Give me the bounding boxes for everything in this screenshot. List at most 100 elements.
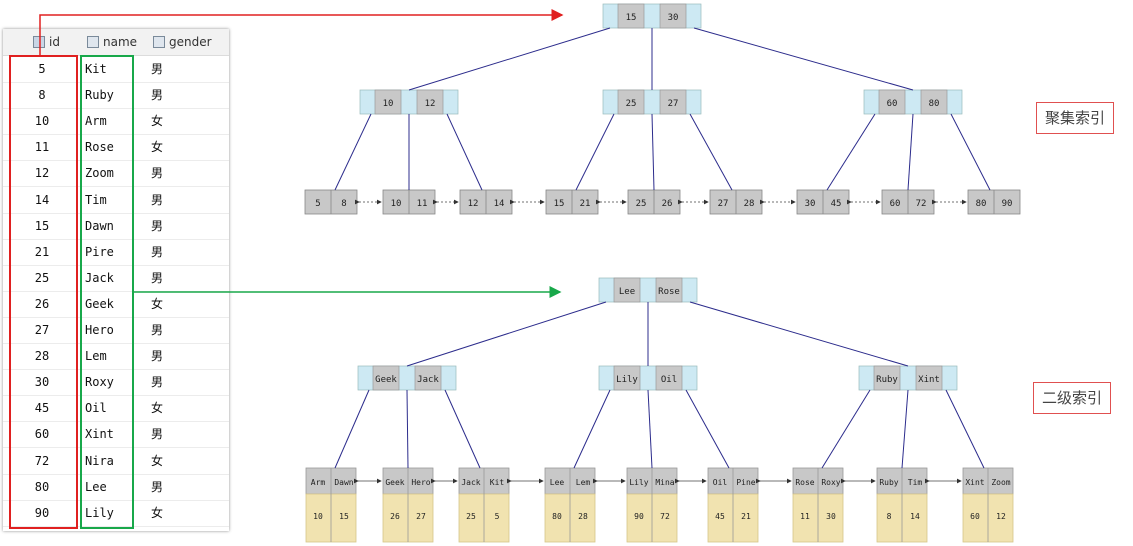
name-cell: Dawn (85, 218, 114, 233)
leaf-key: 15 (554, 199, 565, 209)
secondary-index-label: 二级索引 (1033, 382, 1112, 414)
leaf-key: Roxy (821, 478, 840, 487)
leaf-key: 21 (580, 199, 591, 209)
tree-edge (821, 389, 871, 469)
leaf-key: 28 (744, 199, 755, 209)
name-cell: Roxy (85, 375, 114, 390)
leaf-key: 25 (636, 199, 647, 209)
name-cell: Lily (85, 505, 114, 520)
id-cell: 10 (34, 114, 50, 129)
node-key: 80 (929, 99, 940, 109)
leaf-primary-key: 90 (634, 512, 644, 521)
name-cell: Nira (85, 453, 114, 468)
leaf-primary-key: 60 (970, 512, 980, 521)
node-key: 30 (668, 13, 679, 23)
tree-edge (408, 27, 611, 91)
leaf-primary-key: 25 (466, 512, 476, 521)
leaf-primary-key: 80 (552, 512, 562, 521)
leaf-key: 10 (391, 199, 402, 209)
leaf-key: 80 (976, 199, 987, 209)
gender-cell: 男 (151, 375, 164, 390)
name-cell: Tim (85, 192, 107, 207)
gender-header-label: gender (169, 35, 212, 49)
gender-cell: 女 (151, 453, 164, 468)
leaf-key: Hero (411, 478, 430, 487)
name-cell: Jack (85, 270, 114, 285)
tree-edge (689, 301, 909, 367)
gender-cell: 男 (151, 88, 164, 103)
name-cell: Arm (85, 114, 107, 129)
column-icon (87, 35, 99, 48)
clustered-index-label: 聚集索引 (1036, 102, 1115, 134)
name-cell: Xint (85, 427, 114, 442)
clustered-root-node-key-cell (659, 3, 687, 29)
tree-edge (826, 113, 876, 191)
id-column-header[interactable]: id (33, 29, 60, 55)
leaf-key: Tim (908, 478, 923, 487)
leaf-primary-key: 21 (741, 512, 751, 521)
gender-cell: 男 (151, 427, 164, 442)
secondary-internal-node-key-cell (915, 365, 943, 391)
clustered-index-arrow (39, 9, 564, 56)
tree-edge (901, 389, 909, 469)
secondary-internal-node-key-cell (372, 365, 400, 391)
leaf-key: 26 (662, 199, 673, 209)
id-cell: 11 (34, 140, 50, 155)
table-row[interactable]: 10 Arm 女 (3, 108, 229, 136)
gender-cell: 男 (151, 244, 164, 259)
leaf-primary-key: 72 (660, 512, 670, 521)
leaf-key: 11 (417, 199, 428, 209)
tree-edge (575, 113, 615, 191)
tree-edge (651, 113, 655, 191)
leaf-key: Lee (550, 478, 565, 487)
gender-cell: 女 (151, 114, 164, 129)
tree-edge (647, 389, 653, 469)
id-cell: 8 (38, 88, 46, 103)
leaf-key: Pine (736, 478, 755, 487)
name-column-header[interactable]: name (87, 29, 137, 55)
gender-cell: 男 (151, 166, 164, 181)
id-cell: 60 (34, 427, 50, 442)
id-column-highlight (9, 55, 78, 529)
tree-edge (907, 113, 914, 191)
id-cell: 15 (34, 218, 50, 233)
leaf-key: Oil (713, 478, 728, 487)
table-row[interactable]: 60 Xint 男 (3, 421, 229, 449)
leaf-key: 90 (1002, 199, 1013, 209)
leaf-primary-key: 28 (578, 512, 588, 521)
leaf-key: 30 (805, 199, 816, 209)
name-cell: Ruby (85, 88, 114, 103)
gender-column-header[interactable]: gender (153, 29, 212, 55)
gender-cell: 女 (151, 401, 164, 416)
name-cell: Rose (85, 140, 114, 155)
leaf-key: 14 (494, 199, 505, 209)
gender-cell: 男 (151, 323, 164, 337)
gender-cell: 男 (151, 479, 164, 494)
leaf-key: 45 (831, 199, 842, 209)
leaf-key: Arm (311, 478, 326, 487)
gender-cell: 男 (151, 192, 164, 207)
leaf-key: Lily (629, 478, 648, 487)
leaf-key: Ruby (879, 478, 898, 487)
tree-edge (406, 389, 409, 469)
name-cell: Hero (85, 323, 114, 337)
gender-cell: 男 (151, 270, 164, 285)
table-row[interactable]: 8 Ruby 男 (3, 82, 229, 110)
